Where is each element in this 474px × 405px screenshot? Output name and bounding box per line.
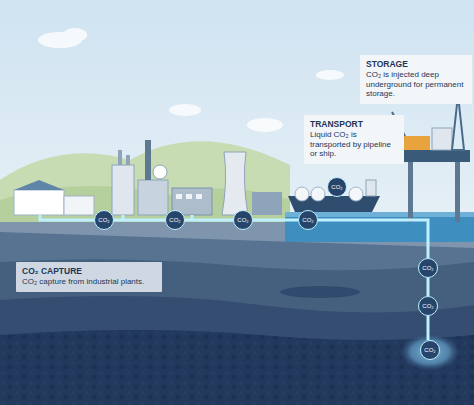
- marker-label: CO₂: [331, 184, 342, 191]
- heading: TRANSPORT: [310, 119, 398, 129]
- deep-rock: [0, 330, 474, 405]
- pipeline: [253, 220, 298, 221]
- industrial-plants: [14, 140, 282, 215]
- co2-marker: CO₂: [418, 296, 438, 316]
- co2-marker: CO₂: [94, 210, 114, 230]
- heading: STORAGE: [366, 59, 466, 69]
- co2-marker: CO₂: [418, 258, 438, 278]
- rock-layer: [0, 296, 474, 405]
- co2-marker: CO₂: [327, 177, 347, 197]
- co2-marker: CO₂: [298, 210, 318, 230]
- body-text: CO₂ capture from industrial plants.: [22, 277, 156, 287]
- rock-layer: [0, 232, 474, 405]
- rock-texture: [0, 330, 474, 405]
- pipeline: [318, 220, 428, 258]
- marker-label: CO₂: [237, 217, 248, 224]
- pipeline: [185, 220, 233, 221]
- marker-label: CO₂: [422, 265, 433, 272]
- body-text: CO₂ is injected deep underground for per…: [366, 70, 466, 99]
- pipeline: [428, 316, 429, 340]
- body-text: Liquid CO₂ is transported by pipeline or…: [310, 130, 398, 159]
- pipeline: [114, 220, 165, 221]
- clouds: [38, 28, 344, 132]
- marker-label: CO₂: [422, 303, 433, 310]
- pipeline: [428, 278, 429, 296]
- callout-box: STORAGECO₂ is injected deep underground …: [360, 55, 472, 104]
- ground: [0, 222, 474, 405]
- marker-label: CO₂: [98, 217, 109, 224]
- marker-label: CO₂: [424, 347, 435, 354]
- co2-marker: CO₂: [420, 340, 440, 360]
- heading: CO₂ CAPTURE: [22, 266, 156, 276]
- storage-reservoir: [398, 332, 462, 372]
- rock-lens: [280, 286, 360, 298]
- marker-label: CO₂: [169, 217, 180, 224]
- co2-marker: CO₂: [165, 210, 185, 230]
- rock-layer: [0, 259, 474, 405]
- callout-box: TRANSPORTLiquid CO₂ is transported by pi…: [304, 115, 404, 164]
- callout-box: CO₂ CAPTURECO₂ capture from industrial p…: [16, 262, 162, 292]
- marker-label: CO₂: [302, 217, 313, 224]
- pipeline: [40, 215, 94, 220]
- co2-marker: CO₂: [233, 210, 253, 230]
